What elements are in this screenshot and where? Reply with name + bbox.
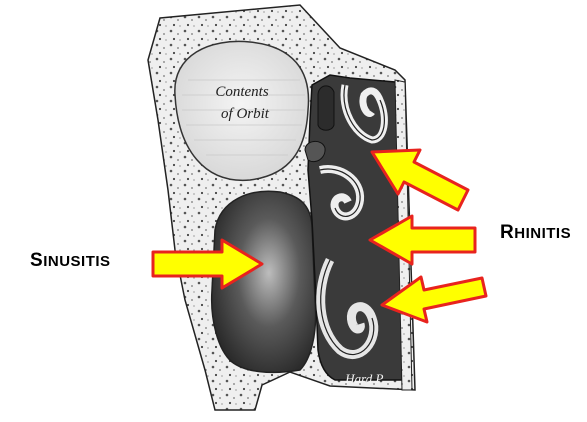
orbit-label-line1: Contents [215,84,268,100]
sinusitis-label-rest: INUSITIS [43,253,110,270]
sinusitis-label-initial: S [30,250,43,271]
sinusitis-label: SINUSITIS [30,250,111,272]
ethmoid-cell [318,86,334,130]
rhinitis-label-initial: R [500,222,514,243]
orbit-label-line2: of Orbit [221,106,270,122]
hard-palate-label: Hard P. [344,371,385,386]
rhinitis-label-rest: HINITIS [514,225,571,242]
rhinitis-label: RHINITIS [500,222,571,244]
